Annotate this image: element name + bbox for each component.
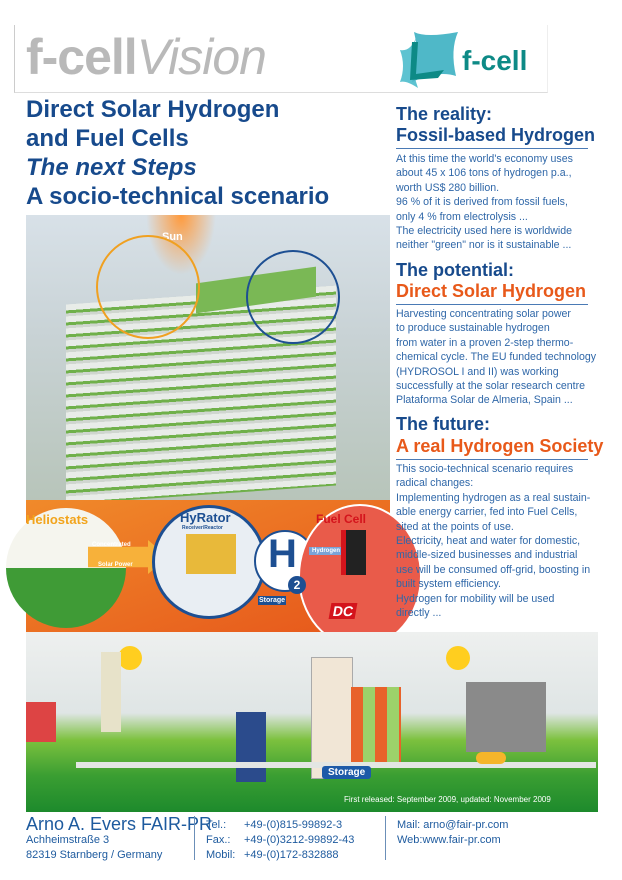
section-2-body: Harvesting concentrating solar power to … bbox=[396, 307, 596, 408]
tel-number: +49-(0)815-99892-3 bbox=[244, 819, 343, 831]
mobil-number: +49-(0)172-832888 bbox=[244, 849, 339, 861]
footer-divider bbox=[194, 816, 195, 860]
heliostats-circle bbox=[6, 508, 126, 628]
solar-tower bbox=[101, 652, 121, 732]
body-line: The electricity used here is worldwide bbox=[396, 225, 573, 238]
brand-italic: Vision bbox=[136, 29, 267, 85]
dc-label: DC bbox=[328, 603, 358, 619]
brand-title: f-cellVision bbox=[26, 28, 267, 86]
body-line: Harvesting concentrating solar power bbox=[396, 308, 571, 320]
body-line: worth US$ 280 billion. bbox=[396, 181, 500, 194]
mail-link[interactable]: Mail: arno@fair-pr.com bbox=[397, 819, 509, 831]
body-line: use will be consumed off-grid, boosting … bbox=[396, 563, 591, 576]
road bbox=[76, 762, 596, 768]
section-1-heading: The reality: bbox=[396, 104, 493, 124]
title-line-1: Direct Solar Hydrogen bbox=[26, 96, 280, 123]
sun-icon bbox=[446, 646, 470, 670]
section-3-heading: The future: bbox=[396, 414, 490, 434]
fax-label: Fax.: bbox=[206, 834, 231, 846]
body-line: This socio-technical scenario requires bbox=[396, 463, 574, 475]
divider bbox=[396, 304, 588, 305]
contact-city: 82319 Starnberg / Germany bbox=[26, 849, 163, 861]
body-line: chemical cycle. The EU funded technology bbox=[396, 351, 597, 364]
section-1-body: At this time the world's economy uses ab… bbox=[396, 152, 596, 253]
hyrator-sub-label: Receiver/Reactor bbox=[182, 525, 223, 531]
section-1-subheading: Fossil-based Hydrogen bbox=[396, 125, 596, 145]
body-line: to produce sustainable hydrogen bbox=[396, 322, 550, 335]
hyrator-label: HyRator bbox=[180, 510, 231, 525]
body-line: sited at the points of use. bbox=[396, 520, 514, 533]
industry-buildings bbox=[466, 682, 546, 752]
body-line: Implementing hydrogen as a real sustain- bbox=[396, 491, 591, 504]
body-line: middle-sized businesses and industrial bbox=[396, 549, 578, 562]
colorful-building bbox=[351, 687, 401, 767]
contact-name: Arno A. Evers FAIR-PR bbox=[26, 814, 213, 834]
fuel-cell-label: Fuel Cell bbox=[316, 512, 367, 526]
fuel-cell-circle bbox=[298, 504, 422, 648]
mobil-label: Mobil: bbox=[206, 849, 236, 861]
hydrogen-arrow-label: Hydrogen bbox=[309, 547, 344, 555]
body-line: Electricity, heat and water for domestic… bbox=[396, 535, 581, 548]
tall-building bbox=[311, 657, 353, 779]
body-line: built system efficiency. bbox=[396, 578, 501, 591]
section-3-body: This socio-technical scenario requires r… bbox=[396, 462, 596, 620]
storage-tag: Storage bbox=[258, 596, 287, 605]
reactor-unit bbox=[186, 534, 236, 574]
body-line: neither "green" nor is it sustainable ..… bbox=[396, 239, 572, 252]
body-line: able energy carrier, fed into Fuel Cells… bbox=[396, 506, 578, 519]
divider bbox=[396, 459, 588, 460]
logo-text: f-cell bbox=[462, 45, 528, 76]
fax-number: +49-(0)3212-99892-43 bbox=[244, 834, 355, 846]
tel-label: Tel.: bbox=[206, 819, 227, 831]
body-line: (HYDROSOL I and II) was working bbox=[396, 365, 559, 378]
web-link[interactable]: Web:www.fair-pr.com bbox=[397, 834, 501, 846]
f-cell-logo-icon bbox=[400, 32, 458, 88]
body-line: Plataforma Solar de Almeria, Spain ... bbox=[396, 394, 573, 407]
brand-bold: f-cell bbox=[26, 29, 138, 85]
divider bbox=[396, 148, 588, 149]
blue-building bbox=[236, 712, 266, 782]
body-line: about 45 x 106 tons of hydrogen p.a., bbox=[396, 167, 572, 180]
solar-power-label: Solar Power bbox=[98, 562, 133, 568]
release-note: First released: September 2009, updated:… bbox=[344, 795, 551, 804]
contact-street: Achheimstraße 3 bbox=[26, 834, 110, 846]
header-frame bbox=[14, 25, 548, 93]
h2-subscript: 2 bbox=[288, 576, 306, 594]
title-line-3: The next Steps bbox=[26, 154, 197, 181]
city-landscape: Storage First released: September 2009, … bbox=[26, 632, 598, 812]
storage-badge: Storage bbox=[322, 766, 372, 779]
red-house bbox=[26, 702, 56, 742]
section-2-heading: The potential: bbox=[396, 260, 514, 280]
heliostats-label: Heliostats bbox=[26, 512, 89, 527]
section-3-subheading: A real Hydrogen Society bbox=[396, 436, 604, 456]
hyrator-highlight-circle bbox=[246, 250, 340, 344]
body-line: from water in a proven 2-step thermo- bbox=[396, 336, 574, 349]
title-line-2: and Fuel Cells bbox=[26, 125, 189, 152]
footer-divider bbox=[385, 816, 386, 860]
concentrated-label: Concentrated bbox=[92, 542, 131, 548]
body-line: At this time the world's economy uses bbox=[396, 153, 573, 165]
body-line: 96 % of it is derived from fossil fuels, bbox=[396, 196, 568, 209]
body-line: only 4 % from electrolysis ... bbox=[396, 210, 528, 223]
h2-symbol: H bbox=[268, 532, 297, 576]
sun-icon bbox=[118, 646, 142, 670]
hydrogen-car bbox=[476, 752, 506, 764]
title-line-4: A socio-technical scenario bbox=[26, 183, 330, 210]
fuel-cell-stack bbox=[341, 530, 366, 575]
body-line: Hydrogen for mobility will be used bbox=[396, 592, 555, 605]
sun-highlight-circle bbox=[96, 235, 200, 339]
building-photo: Sun bbox=[26, 215, 390, 505]
body-line: successfully at the solar research centr… bbox=[396, 380, 586, 393]
process-diagram: Heliostats Concentrated Solar Power HyRa… bbox=[6, 500, 422, 648]
body-line: directly ... bbox=[396, 607, 442, 620]
body-line: radical changes: bbox=[396, 477, 474, 490]
section-2-subheading: Direct Solar Hydrogen bbox=[396, 281, 587, 301]
